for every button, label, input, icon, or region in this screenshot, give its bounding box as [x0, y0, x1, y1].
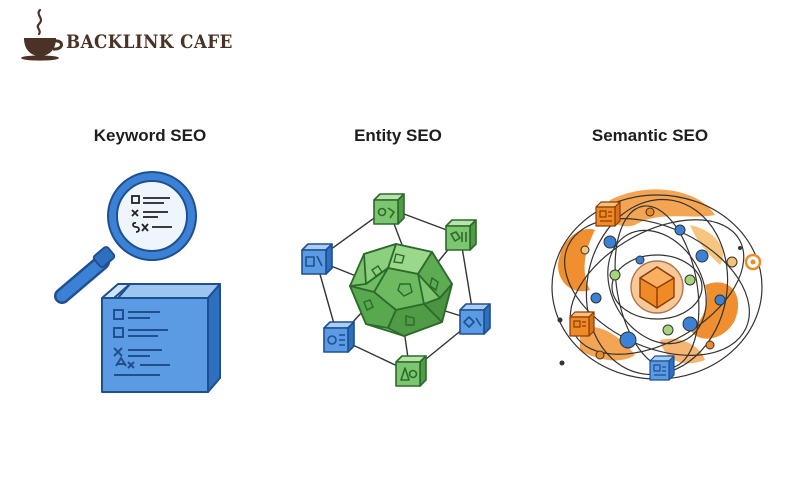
magnifier-document-icon	[54, 171, 221, 393]
panel-title-keyword: Keyword SEO	[93, 126, 207, 145]
panel-title-entity: Entity SEO	[354, 126, 442, 145]
brand-logo: BACKLINK CAFE	[20, 6, 256, 62]
brand-name: BACKLINK CAFE	[66, 31, 233, 53]
semantic-network-icon	[551, 189, 763, 381]
panel-title-semantic: Semantic SEO	[591, 126, 709, 145]
entity-graph-icon	[301, 193, 491, 387]
coffee-cup-icon	[21, 8, 63, 61]
